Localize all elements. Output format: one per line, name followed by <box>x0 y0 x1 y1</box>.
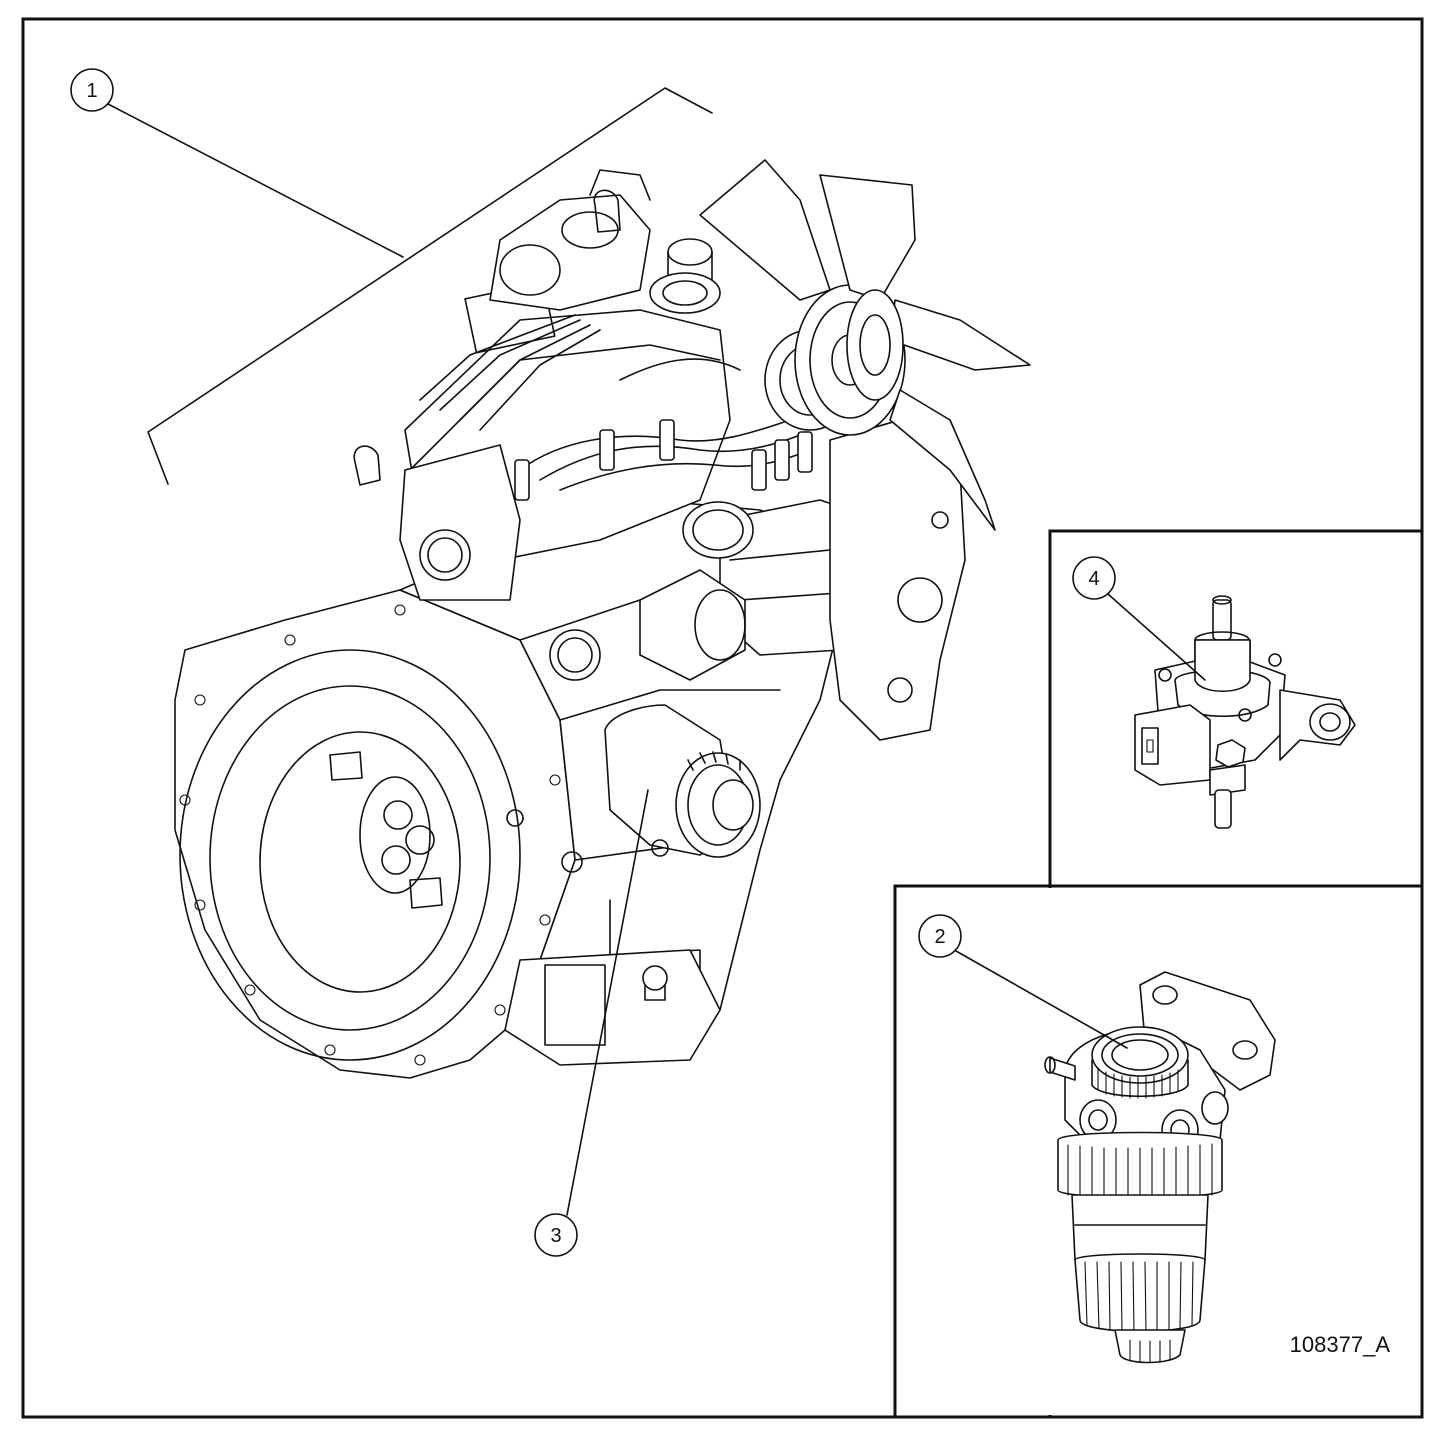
figure-id: 108377_A <box>1290 1332 1391 1357</box>
fuel-pump-icon <box>1134 595 1356 829</box>
callout-1: 1 <box>70 68 114 112</box>
leader-line-2 <box>955 950 1128 1049</box>
callout-label-1: 1 <box>86 80 97 102</box>
leader-line-4 <box>1107 593 1206 681</box>
fuel-filter-icon <box>1044 971 1276 1364</box>
engine-assembly-icon <box>174 159 1031 1079</box>
leader-line-3 <box>566 789 649 1216</box>
oil-filter <box>604 704 761 858</box>
outer-frame <box>21 17 1424 1419</box>
callout-4: 4 <box>1072 556 1116 600</box>
bracket-1 <box>147 87 713 485</box>
callout-label-2: 2 <box>934 926 945 948</box>
callout-label-3: 3 <box>550 1225 561 1247</box>
fan <box>699 159 1031 531</box>
callout-3: 3 <box>534 1213 578 1257</box>
leader-line-1 <box>107 103 404 258</box>
callout-label-4: 4 <box>1088 568 1099 590</box>
callout-2: 2 <box>918 914 962 958</box>
callout-leaders <box>107 87 1206 1216</box>
